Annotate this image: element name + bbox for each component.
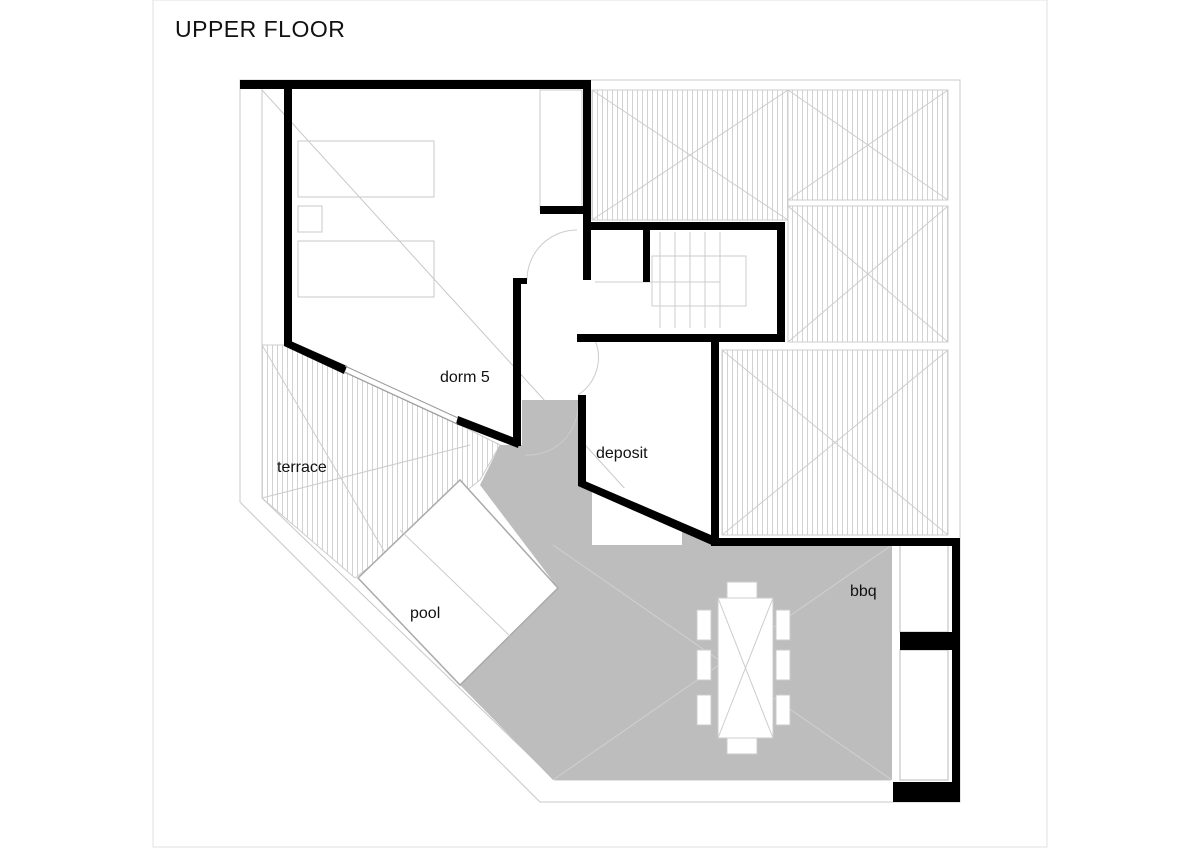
- window: [344, 365, 459, 419]
- site-outline: [239, 79, 961, 803]
- terrace-guide-line: [261, 344, 401, 579]
- terrace-guide-line: [261, 444, 471, 499]
- room-label-terrace: terrace: [277, 459, 327, 476]
- bbq-counter: [899, 649, 949, 781]
- bbq-counter: [899, 544, 949, 633]
- roof-hatch-areas: [591, 89, 949, 536]
- room-label-deposit: deposit: [596, 445, 648, 462]
- window: [343, 371, 458, 425]
- drawing-title: UPPER FLOOR: [175, 16, 346, 42]
- room-label-pool: pool: [410, 605, 440, 622]
- door-swings: [524, 229, 599, 456]
- walls: [240, 80, 960, 802]
- room-label-dorm: dorm 5: [440, 369, 490, 386]
- dining-table-set: [696, 581, 791, 755]
- patio-area: [460, 400, 892, 780]
- room-label-bbq: bbq: [850, 583, 877, 600]
- drawing-frame: [152, 0, 1048, 848]
- dorm-furniture: [297, 89, 583, 298]
- staircase: [595, 232, 747, 328]
- pool-guide-line: [399, 529, 511, 637]
